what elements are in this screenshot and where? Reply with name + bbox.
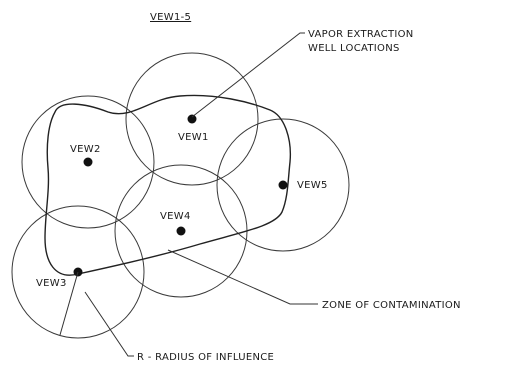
- well-label-vew3: VEW3: [36, 278, 67, 289]
- well-dot-vew2: [83, 157, 93, 167]
- radius-leader: [84, 291, 134, 357]
- influence-circle-vew5: [216, 118, 350, 252]
- well-label-vew4: VEW4: [160, 211, 191, 222]
- well-label-vew5: VEW5: [297, 180, 328, 191]
- radius-callout: R - RADIUS OF INFLUENCE: [137, 352, 274, 363]
- well-locations-callout-line1: VAPOR EXTRACTION: [308, 29, 414, 40]
- well-label-vew2: VEW2: [70, 144, 101, 155]
- well-dot-vew5: [278, 180, 288, 190]
- well-locations-leader: [191, 32, 305, 118]
- well-dot-vew4: [176, 226, 186, 236]
- zone-of-contamination-outline: [44, 94, 292, 276]
- zone-leader: [167, 249, 318, 305]
- well-locations-callout-line2: WELL LOCATIONS: [308, 43, 400, 54]
- well-dot-vew1: [187, 114, 197, 124]
- influence-circle-vew2: [21, 95, 155, 229]
- radius-line: [59, 271, 79, 336]
- influence-circle-vew1: [125, 52, 259, 186]
- well-label-vew1: VEW1: [178, 132, 209, 143]
- zone-callout: ZONE OF CONTAMINATION: [322, 300, 461, 311]
- influence-circle-vew3: [11, 205, 145, 339]
- diagram-title: VEW1-5: [150, 12, 191, 23]
